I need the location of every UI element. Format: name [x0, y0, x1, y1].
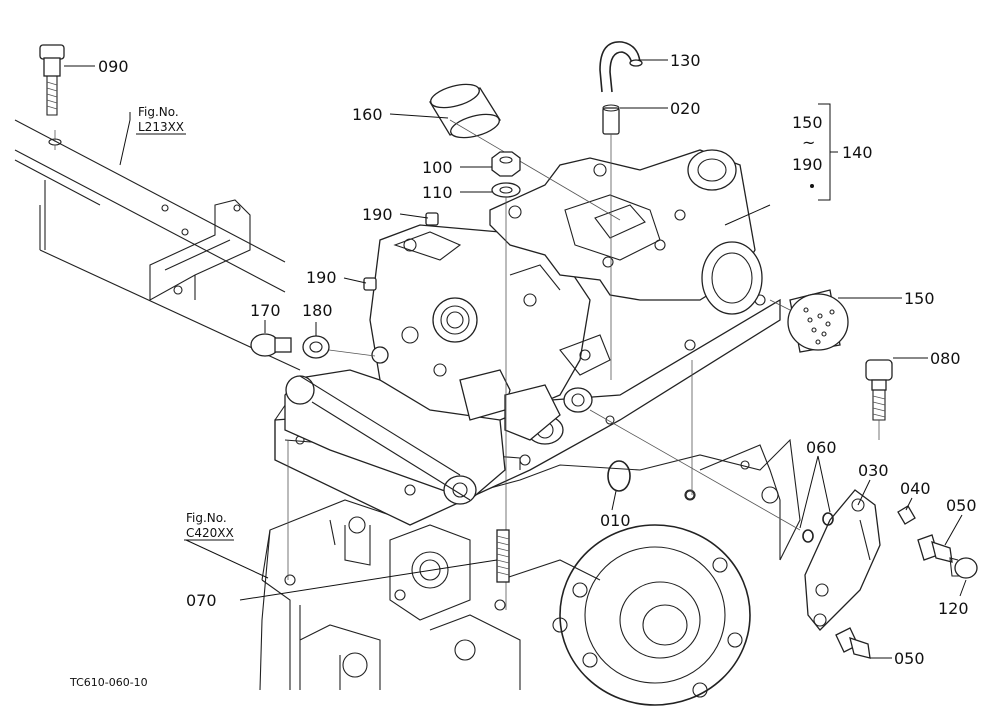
range-to-label: 190 [792, 155, 823, 174]
cap-120 [949, 557, 978, 579]
assembly-label-140: 140 [842, 143, 873, 162]
part-label-040: 040 [900, 479, 931, 498]
nut-100 [491, 151, 521, 177]
fig-ref-l213xx[interactable]: Fig.No. L213XX [136, 105, 186, 135]
stud-070 [496, 529, 510, 583]
part-label-190-lower: 190 [306, 268, 337, 287]
pin-020 [602, 104, 620, 380]
fig-ref-label: Fig.No. [186, 511, 227, 525]
part-label-130: 130 [670, 51, 701, 70]
o-rings-060 [589, 409, 834, 543]
fig-ref-c420xx[interactable]: Fig.No. C420XX [184, 511, 234, 541]
bolt-050-lower [835, 627, 871, 659]
plug-190-upper [425, 212, 439, 226]
bushing-160 [429, 83, 621, 221]
drawing-code: TC610-060-10 [69, 676, 148, 689]
plug-190-lower [363, 277, 377, 291]
part-label-180: 180 [302, 301, 333, 320]
part-label-150: 150 [904, 289, 935, 308]
fig-ref-label: Fig.No. [138, 105, 179, 119]
part-label-100: 100 [422, 158, 453, 177]
frame-rail [14, 119, 301, 371]
part-label-020: 020 [670, 99, 701, 118]
part-label-190-upper: 190 [362, 205, 393, 224]
alignment-lines [54, 145, 693, 580]
range-from-label: 150 [792, 113, 823, 132]
fig-ref-number: C420XX [186, 526, 234, 540]
washer-180 [302, 335, 376, 359]
filter-150 [769, 289, 849, 353]
pin-040 [897, 505, 916, 525]
fig-ref-number: L213XX [138, 120, 184, 134]
part-label-050-upper: 050 [946, 496, 977, 515]
part-label-030: 030 [858, 461, 889, 480]
hydraulic-housing [274, 149, 781, 526]
part-label-010: 010 [600, 511, 631, 530]
range-bracket [810, 103, 838, 201]
transmission-case [259, 438, 801, 706]
pipe-130 [599, 41, 643, 93]
part-label-110: 110 [422, 183, 453, 202]
o-ring-010 [607, 460, 631, 492]
part-label-120: 120 [938, 599, 969, 618]
bolt-080 [865, 359, 893, 440]
bracket-030 [804, 489, 881, 631]
range-tilde: ~ [802, 133, 815, 152]
part-label-170: 170 [250, 301, 281, 320]
part-label-160: 160 [352, 105, 383, 124]
bolt-050-upper [917, 534, 953, 563]
part-label-090: 090 [98, 57, 129, 76]
bolt-090 [39, 44, 65, 116]
part-label-070: 070 [186, 591, 217, 610]
plug-170 [250, 333, 292, 357]
leader-lines [64, 59, 967, 659]
part-label-080: 080 [930, 349, 961, 368]
part-label-060: 060 [806, 438, 837, 457]
part-label-050-lower: 050 [894, 649, 925, 668]
